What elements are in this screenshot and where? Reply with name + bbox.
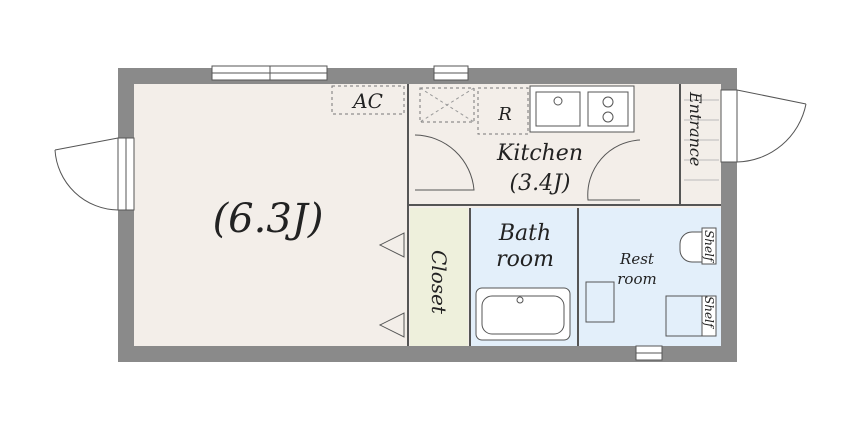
kitchen-door bbox=[414, 134, 475, 191]
kitchen-size-label: (3.4J) bbox=[510, 171, 571, 196]
shelf-lower-label: Shelf bbox=[702, 296, 716, 330]
ac-unit bbox=[331, 85, 405, 115]
fridge-label: R bbox=[497, 104, 512, 125]
kitchen-counter bbox=[529, 85, 635, 133]
interior-walls bbox=[407, 84, 721, 346]
bath-label-2: room bbox=[496, 247, 554, 272]
closet-doors bbox=[378, 232, 405, 338]
shelves bbox=[665, 227, 717, 337]
windows-top bbox=[211, 65, 663, 361]
main-room-label: (6.3J) bbox=[213, 196, 324, 242]
fridge-area bbox=[419, 87, 529, 135]
rest-label-1: Rest bbox=[619, 250, 655, 268]
entrance-label: Entrance bbox=[686, 91, 705, 166]
kitchen-label: Kitchen bbox=[496, 141, 583, 166]
entrance-door bbox=[720, 89, 807, 163]
shelf-upper-label: Shelf bbox=[702, 230, 716, 264]
bath-door bbox=[587, 139, 641, 201]
bathtub bbox=[475, 287, 571, 341]
closet-label: Closet bbox=[427, 250, 451, 315]
rest-label-2: room bbox=[617, 270, 656, 288]
entrance-tiles bbox=[684, 99, 719, 181]
ac-label: AC bbox=[351, 89, 383, 113]
left-door bbox=[54, 137, 135, 211]
bath-label-1: Bath bbox=[498, 221, 551, 246]
closet-floor bbox=[410, 208, 468, 346]
